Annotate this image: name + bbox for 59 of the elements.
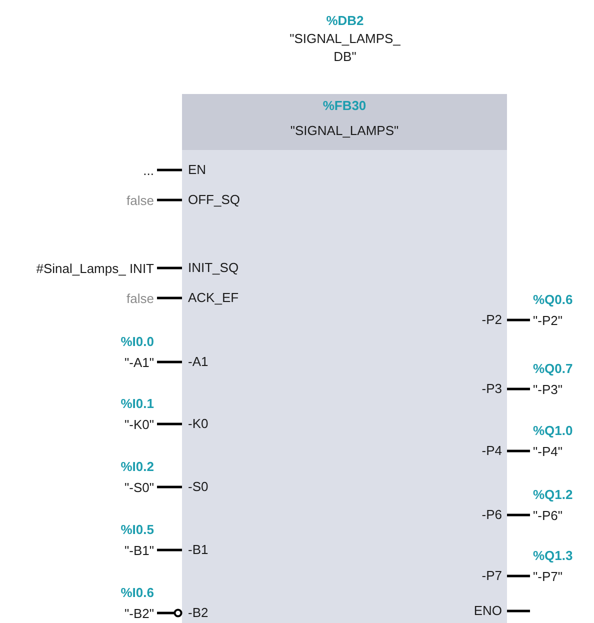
operand-name: "-S0" bbox=[124, 479, 154, 496]
instance-db-address: %DB2 bbox=[325, 12, 365, 30]
operand-name: "-A1" bbox=[124, 354, 154, 371]
operand-address: %I0.2 bbox=[120, 458, 154, 475]
operand-address: %Q1.3 bbox=[533, 547, 573, 564]
operand-name: "-B2" bbox=[124, 605, 154, 622]
connection-line bbox=[157, 198, 182, 202]
connection-line bbox=[507, 318, 530, 322]
connection-line bbox=[157, 296, 182, 300]
block-address: %FB30 bbox=[322, 97, 368, 114]
operand-address: %Q1.2 bbox=[533, 486, 573, 503]
connection-line bbox=[507, 514, 530, 516]
operand-address: %Q0.7 bbox=[533, 360, 573, 377]
operand-name: "-P7" bbox=[533, 568, 564, 585]
pin-name: -P3 bbox=[482, 380, 507, 397]
parameter-value: #Sinal_Lamps_ INIT bbox=[36, 260, 154, 277]
operand-address: %I0.5 bbox=[120, 521, 154, 538]
operand-name: "-P4" bbox=[533, 443, 564, 460]
operand-address: %Q1.0 bbox=[533, 422, 573, 439]
operand-address: %Q0.6 bbox=[533, 291, 573, 308]
operand-name: "-P3" bbox=[533, 381, 564, 398]
connection-line bbox=[507, 574, 530, 578]
connection-line bbox=[507, 610, 530, 612]
pin-name: INIT_SQ bbox=[182, 259, 239, 276]
pin-name: -B2 bbox=[182, 604, 208, 621]
operand-name: "-K0" bbox=[124, 416, 154, 433]
operand-address: %I0.6 bbox=[120, 584, 154, 601]
pin-name: -P2 bbox=[482, 311, 507, 328]
operand-address: %I0.1 bbox=[120, 395, 154, 412]
connection-line bbox=[157, 608, 182, 618]
operand-name: "-B1" bbox=[124, 542, 154, 559]
pin-name: -P7 bbox=[482, 567, 507, 584]
operand-name: "-P2" bbox=[533, 312, 564, 329]
pin-name: -K0 bbox=[182, 415, 208, 432]
parameter-value: false bbox=[126, 290, 154, 307]
operand-name: "-P6" bbox=[533, 507, 564, 524]
connection-line bbox=[507, 450, 530, 452]
operand-address: %I0.0 bbox=[120, 333, 154, 350]
pin-name: -P6 bbox=[482, 506, 507, 523]
function-block bbox=[182, 94, 507, 623]
block-name: "SIGNAL_LAMPS" bbox=[289, 122, 400, 139]
pin-name: -P4 bbox=[482, 442, 507, 459]
pin-name: OFF_SQ bbox=[182, 191, 240, 208]
parameter-value: false bbox=[126, 192, 154, 209]
connection-line bbox=[157, 266, 182, 270]
parameter-value: ... bbox=[143, 162, 154, 179]
instance-db-name: "SIGNAL_LAMPS_ DB" bbox=[288, 30, 402, 66]
connection-line bbox=[157, 548, 182, 552]
connection-line bbox=[507, 388, 530, 390]
pin-name: ENO bbox=[474, 602, 507, 619]
connection-line bbox=[157, 360, 182, 364]
pin-name: -B1 bbox=[182, 541, 208, 558]
pin-name: -A1 bbox=[182, 353, 208, 370]
pin-name: EN bbox=[182, 161, 206, 178]
pin-name: ACK_EF bbox=[182, 289, 239, 306]
connection-line bbox=[157, 486, 182, 488]
connection-line bbox=[157, 422, 182, 426]
pin-name: -S0 bbox=[182, 478, 208, 495]
connection-line bbox=[157, 168, 182, 172]
